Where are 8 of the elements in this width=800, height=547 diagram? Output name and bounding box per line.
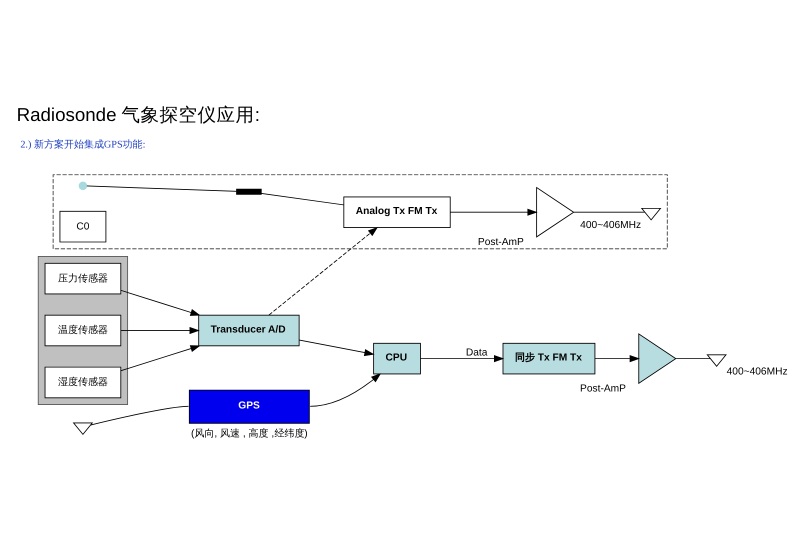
label: 2.) 新方案开始集成GPS功能: bbox=[20, 140, 146, 151]
diagram-title: Radiosonde 气象探空仪应用: bbox=[16, 104, 260, 125]
node-label: 400~406MHz bbox=[726, 366, 788, 378]
edge-label: Data bbox=[466, 348, 488, 359]
node-label: Post-AmP bbox=[478, 237, 524, 248]
node-label: 400~406MHz bbox=[580, 220, 642, 232]
node-label: Post-AmP bbox=[580, 383, 626, 394]
node-label: (风向, 风速 , 高度 ,经纬度) bbox=[191, 428, 308, 440]
